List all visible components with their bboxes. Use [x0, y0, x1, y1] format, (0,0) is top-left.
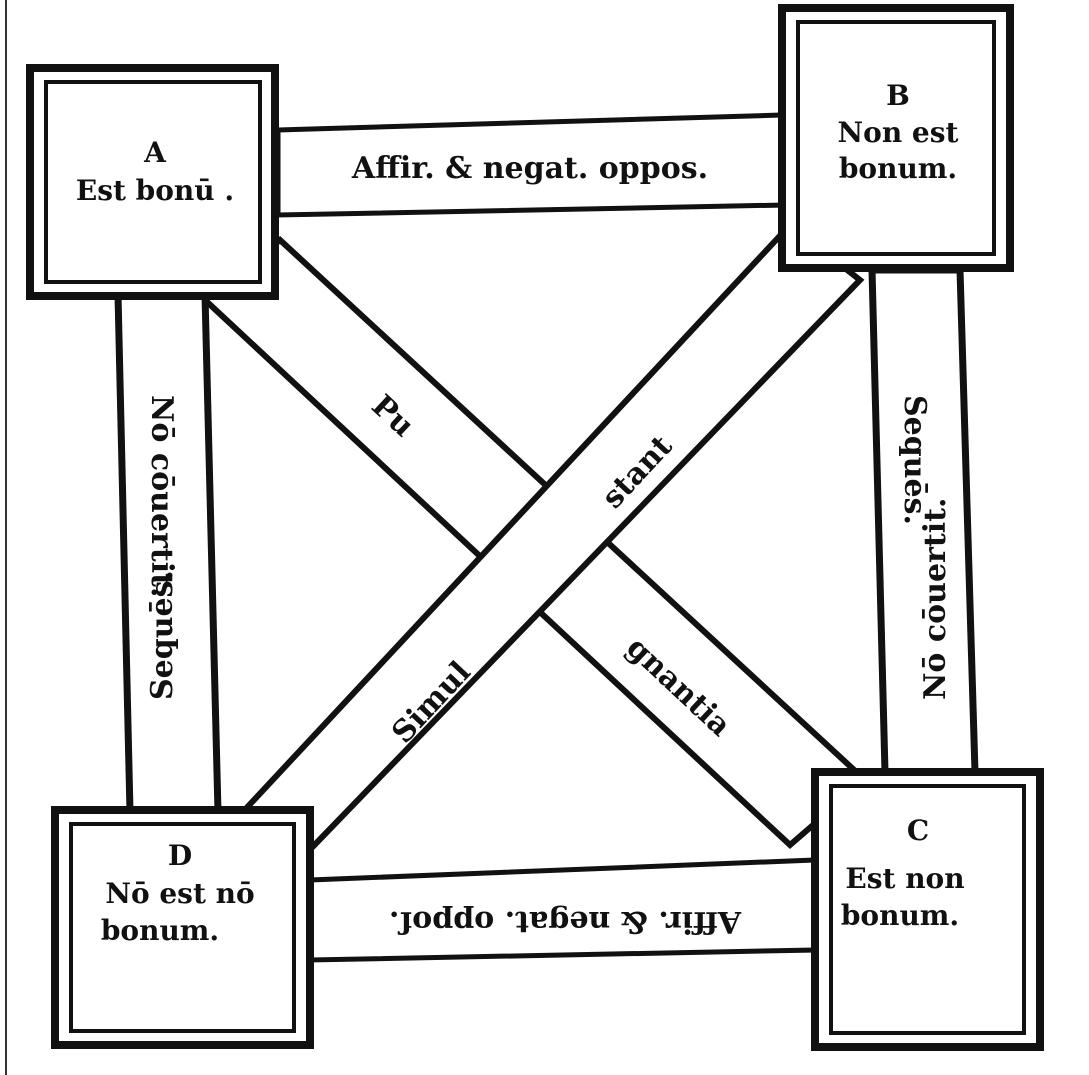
- edge-label-right-top: Sequēs.: [897, 395, 932, 525]
- node-c-line1: Est non: [845, 862, 964, 895]
- node-c: C Est non bonum.: [811, 768, 1044, 1051]
- node-c-line2: bonum.: [841, 899, 959, 932]
- node-b-line1: Non est: [838, 116, 959, 149]
- node-d: D Nō est nō bonum.: [51, 806, 314, 1049]
- node-b-letter: B: [886, 79, 910, 112]
- edge-label-top: Affir. & negat. oppos.: [351, 151, 708, 186]
- edge-left-a-d: Nō cōuertit. Sequēs.: [114, 291, 222, 816]
- node-d-letter: D: [168, 839, 192, 872]
- node-b-line2: bonum.: [839, 152, 957, 185]
- node-c-letter: C: [907, 814, 929, 847]
- edge-right-b-c: Sequēs. Nō cōuertit.: [868, 266, 979, 776]
- node-b: B Non est bonum.: [778, 4, 1014, 272]
- node-a-text: Est bonū .: [76, 174, 234, 207]
- node-d-line1: Nō est nō: [105, 877, 254, 910]
- edge-label-bottom: Affir. & negat. oppoſ.: [389, 904, 742, 939]
- node-d-line2: bonum.: [101, 914, 219, 947]
- node-a-letter: A: [143, 136, 167, 169]
- edge-label-left-top: Nō cōuertit.: [144, 395, 179, 597]
- edge-bottom-d-c: Affir. & negat. oppoſ.: [307, 857, 818, 963]
- edge-label-right-bottom: Nō cōuertit.: [918, 498, 953, 700]
- edge-top-a-b: Affir. & negat. oppos.: [275, 112, 788, 218]
- node-a: A Est bonū .: [26, 64, 279, 300]
- edge-label-left-bottom: Sequēs.: [145, 570, 180, 700]
